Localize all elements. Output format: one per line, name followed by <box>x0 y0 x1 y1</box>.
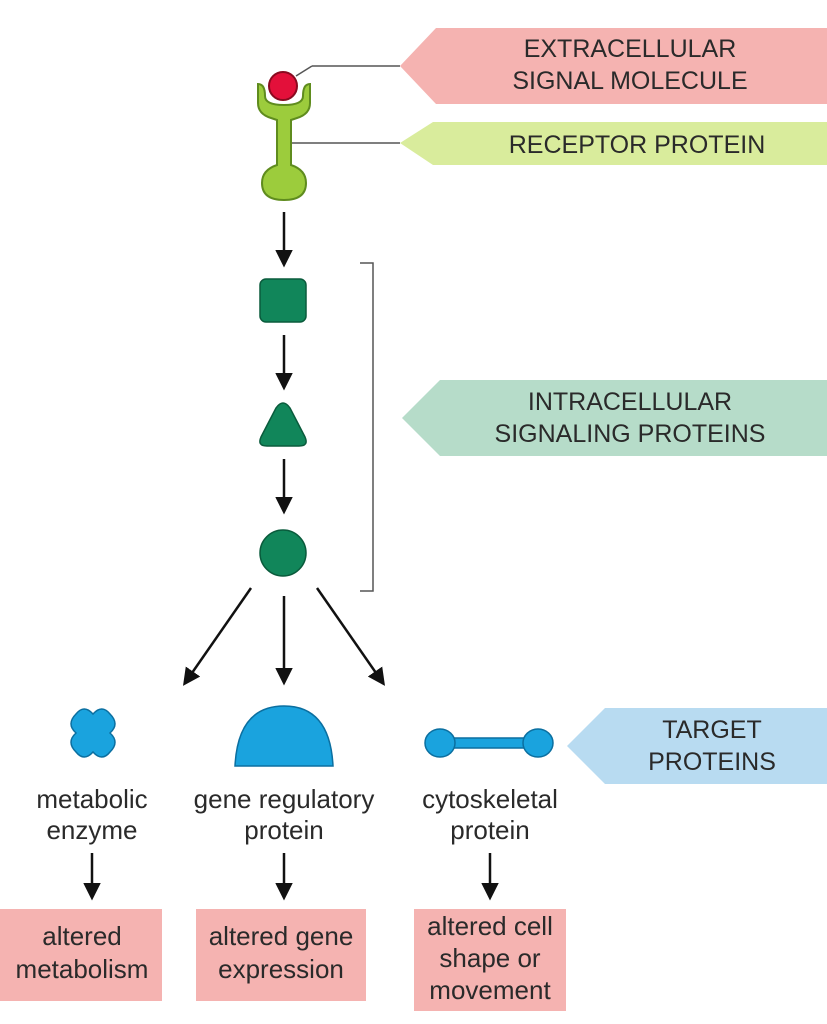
cytoskeletal-label-line1: cytoskeletal <box>422 784 558 814</box>
outcome-metabolism-line1: altered <box>42 921 122 951</box>
signal-leader-line <box>295 65 313 77</box>
gene-regulatory-label-line1: gene regulatory <box>194 784 375 814</box>
outcome-cell-shape-line2: shape or <box>439 943 541 973</box>
intracellular-square-icon <box>259 278 307 323</box>
tag-intracellular: INTRACELLULAR SIGNALING PROTEINS <box>402 380 827 456</box>
tag-receptor: RECEPTOR PROTEIN <box>400 122 827 165</box>
dumbbell-icon <box>424 728 554 758</box>
metabolic-enzyme-label-line1: metabolic <box>36 784 147 814</box>
outcome-gene-expression-line1: altered gene <box>209 921 354 951</box>
tag-extracellular-line2: SIGNAL MOLECULE <box>512 67 747 95</box>
dome-icon <box>234 705 334 767</box>
tag-intracellular-line1: INTRACELLULAR <box>528 388 732 416</box>
cytoskeletal-label-line2: protein <box>450 815 530 845</box>
outcome-box-gene-expression <box>196 909 366 1001</box>
tag-target: TARGET PROTEINS <box>567 708 827 784</box>
outcome-box-cell-shape <box>414 909 566 1011</box>
outcome-cell-shape-line1: altered cell <box>427 911 553 941</box>
metabolic-enzyme-label-line2: enzyme <box>46 815 137 845</box>
outcome-box-metabolism <box>0 909 162 1001</box>
cross-icon <box>70 708 116 758</box>
intracellular-triangle-icon <box>259 402 307 447</box>
tag-extracellular-line1: EXTRACELLULAR <box>524 35 737 63</box>
tag-target-line2: PROTEINS <box>648 748 776 776</box>
tag-extracellular: EXTRACELLULAR SIGNAL MOLECULE <box>400 28 827 104</box>
outcome-metabolism-line2: metabolism <box>16 954 149 984</box>
tag-intracellular-line2: SIGNALING PROTEINS <box>495 420 766 448</box>
arrow-to-cytoskeletal <box>315 587 385 686</box>
outcome-gene-expression-line2: expression <box>218 954 344 984</box>
intracellular-bracket <box>360 262 374 592</box>
tag-receptor-line1: RECEPTOR PROTEIN <box>509 131 766 159</box>
signal-molecule-icon <box>268 71 298 101</box>
intracellular-circle-icon <box>259 529 307 577</box>
outcome-cell-shape-line3: movement <box>429 975 551 1005</box>
tag-target-line1: TARGET <box>662 716 762 744</box>
gene-regulatory-label-line2: protein <box>244 815 324 845</box>
arrow-to-metabolic-enzyme <box>183 587 253 686</box>
receptor-protein-icon <box>257 82 311 202</box>
